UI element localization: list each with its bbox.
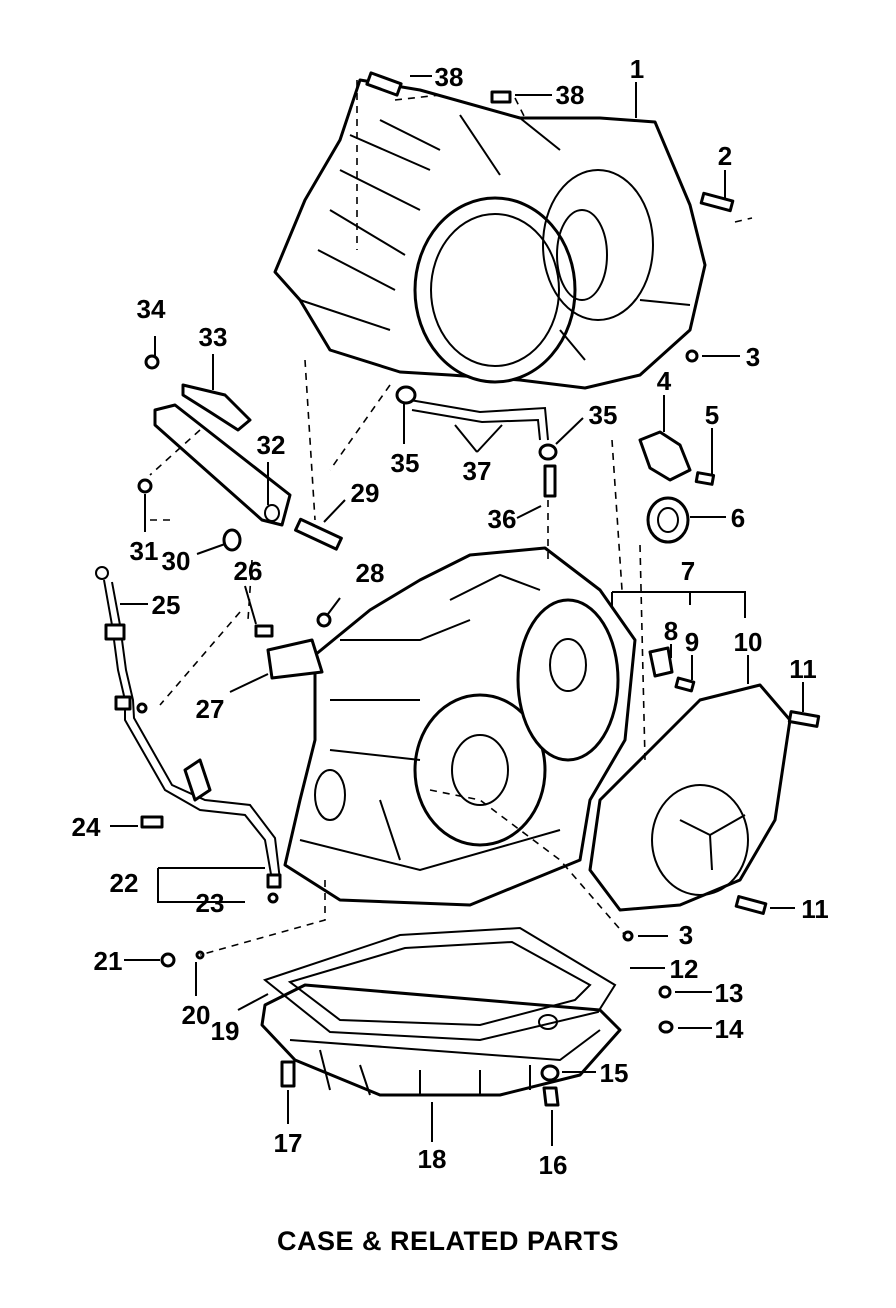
callout-13: 13: [715, 978, 744, 1008]
callout-11a: 11: [789, 654, 817, 684]
callout-labels: 1 2 3 3 4 5 6 7 8 9 10 11 11 12 13 14 15…: [72, 54, 829, 1180]
callout-37: 37: [463, 456, 492, 486]
dipstick-tube: [95, 566, 282, 889]
callout-1: 1: [630, 54, 644, 84]
callout-11b: 11: [801, 894, 829, 924]
callout-34: 34: [137, 294, 166, 324]
alignment-lines: [149, 80, 753, 956]
callout-19: 19: [211, 1016, 240, 1046]
callout-36: 36: [488, 504, 517, 534]
callout-12: 12: [670, 954, 699, 984]
callout-10: 10: [734, 627, 763, 657]
diagram-title: CASE & RELATED PARTS: [276, 1226, 619, 1256]
callout-30: 30: [162, 546, 191, 576]
callout-26: 26: [234, 556, 263, 586]
shift-lever-bracket: [153, 383, 292, 527]
breather-hose: [409, 399, 549, 441]
callout-14: 14: [715, 1014, 744, 1044]
side-cover: [588, 683, 792, 912]
hardware: [136, 71, 821, 1107]
callout-33: 33: [199, 322, 228, 352]
leader-lines: [110, 75, 804, 1146]
callout-2: 2: [718, 141, 732, 171]
callout-22: 22: [110, 868, 139, 898]
callout-15: 15: [600, 1058, 629, 1088]
callout-16: 16: [539, 1150, 568, 1180]
callout-38a: 38: [435, 62, 464, 92]
converter-housing: [273, 78, 707, 390]
callout-21: 21: [94, 946, 123, 976]
pan-gasket: [262, 926, 617, 1042]
callout-25: 25: [152, 590, 181, 620]
callout-29: 29: [351, 478, 380, 508]
callout-23: 23: [196, 888, 225, 918]
callout-38b: 38: [556, 80, 585, 110]
callout-35b: 35: [589, 400, 618, 430]
callout-9: 9: [685, 627, 699, 657]
callout-28: 28: [356, 558, 385, 588]
callout-3a: 3: [746, 342, 760, 372]
callout-8: 8: [664, 616, 678, 646]
callout-7: 7: [681, 556, 695, 586]
callout-17: 17: [274, 1128, 303, 1158]
callout-3b: 3: [679, 920, 693, 950]
transaxle-case: [283, 546, 637, 907]
callout-31: 31: [130, 536, 159, 566]
callout-35a: 35: [391, 448, 420, 478]
callout-4: 4: [657, 366, 672, 396]
callout-32: 32: [257, 430, 286, 460]
callout-18: 18: [418, 1144, 447, 1174]
callout-5: 5: [705, 400, 719, 430]
callout-6: 6: [731, 503, 745, 533]
callout-20: 20: [182, 1000, 211, 1030]
callout-24: 24: [72, 812, 101, 842]
callout-27: 27: [196, 694, 225, 724]
